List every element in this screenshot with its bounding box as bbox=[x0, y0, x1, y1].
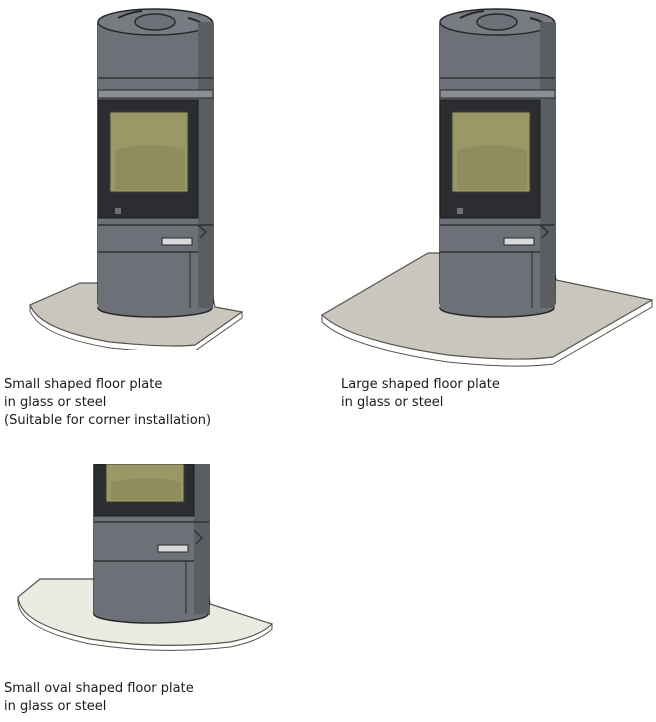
caption-line: (Suitable for corner installation) bbox=[4, 413, 212, 428]
caption-line: in glass or steel bbox=[4, 395, 107, 410]
caption-small-shaped-plate: Small shaped floor plate in glass or ste… bbox=[4, 376, 211, 430]
caption-line: in glass or steel bbox=[341, 395, 444, 410]
stove-body bbox=[93, 464, 210, 624]
caption-line: Small oval shaped floor plate bbox=[4, 681, 194, 696]
stove-body bbox=[97, 8, 214, 318]
stove-small-oval-plate-illustration bbox=[17, 464, 274, 651]
stove-body bbox=[439, 8, 556, 318]
caption-large-shaped-plate: Large shaped floor plate in glass or ste… bbox=[341, 376, 500, 412]
caption-line: Small shaped floor plate bbox=[4, 377, 163, 392]
stove-large-shaped-plate-illustration bbox=[321, 8, 654, 367]
caption-line: in glass or steel bbox=[4, 699, 107, 714]
stove-small-shaped-plate-illustration bbox=[29, 8, 244, 350]
caption-line: Large shaped floor plate bbox=[341, 377, 500, 392]
caption-small-oval-plate: Small oval shaped floor plate in glass o… bbox=[4, 680, 194, 716]
